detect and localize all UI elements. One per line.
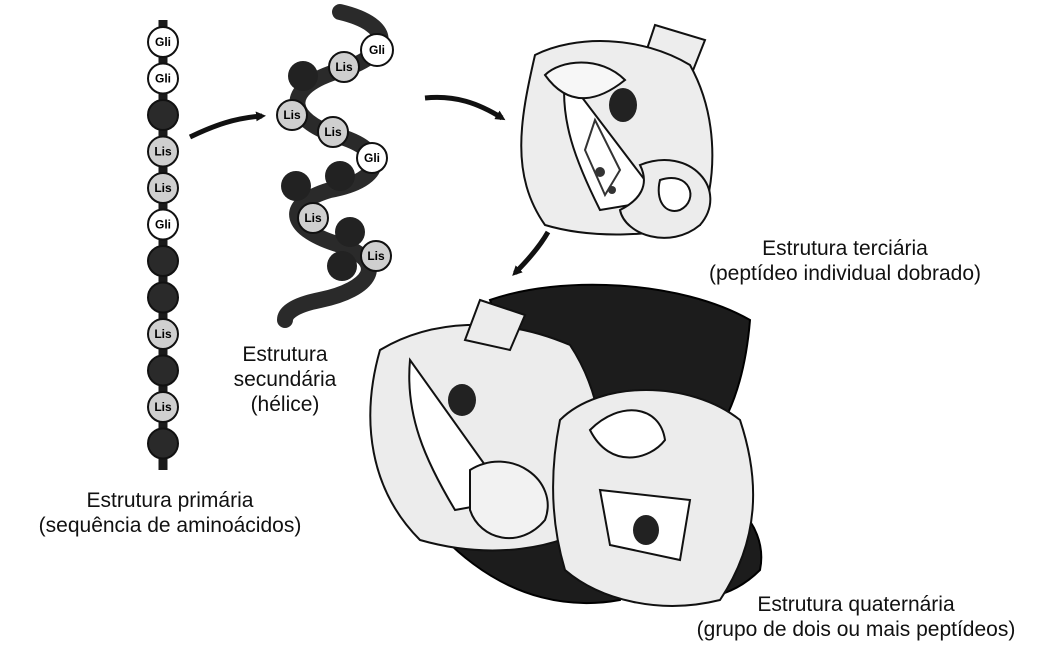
primary-structure-label: Estrutura primária (sequência de aminoác… <box>0 488 340 538</box>
secondary-structure-label: Estrutura secundária (hélice) <box>210 342 360 417</box>
primary-bead: Lis <box>148 137 178 167</box>
primary-bead: Gli <box>148 27 178 57</box>
primary-bead: Lis <box>148 319 178 349</box>
arrow-tertiary-to-quaternary <box>515 232 548 273</box>
primary-label-subtitle: (sequência de aminoácidos) <box>0 513 340 538</box>
helix-bead-dark <box>327 251 357 281</box>
primary-bead: Gli <box>148 210 178 240</box>
secondary-structure-helix: Gli Lis Lis Lis Gli Lis Lis <box>277 12 393 320</box>
helix-bead: Lis <box>329 52 359 82</box>
quaternary-structure <box>370 285 761 606</box>
helix-bead-dark <box>288 61 318 91</box>
bead-label: Gli <box>155 35 171 49</box>
tertiary-label-title: Estrutura terciária <box>670 236 1020 261</box>
helix-bead: Gli <box>361 34 393 66</box>
arrow-secondary-to-tertiary <box>425 97 502 118</box>
secondary-label-line2: secundária <box>210 367 360 392</box>
tertiary-structure <box>521 25 712 238</box>
bead-label: Gli <box>155 72 171 86</box>
bead-label: Lis <box>154 145 172 159</box>
primary-bead <box>148 100 178 130</box>
primary-bead <box>148 283 178 313</box>
helix-bead-dark <box>325 161 355 191</box>
helix-bead: Lis <box>298 203 328 233</box>
tertiary-structure-label: Estrutura terciária (peptídeo individual… <box>670 236 1020 286</box>
primary-label-title: Estrutura primária <box>0 488 340 513</box>
quaternary-structure-label: Estrutura quaternária (grupo de dois ou … <box>660 592 1052 642</box>
bead-label: Gli <box>155 218 171 232</box>
bead-label: Gli <box>364 151 380 165</box>
heme-group <box>609 88 637 122</box>
bead-label: Lis <box>367 249 385 263</box>
tertiary-label-subtitle: (peptídeo individual dobrado) <box>670 261 1020 286</box>
primary-bead <box>148 246 178 276</box>
primary-bead <box>148 356 178 386</box>
secondary-label-line1: Estrutura <box>210 342 360 367</box>
bead-label: Lis <box>304 211 322 225</box>
bead-label: Lis <box>324 125 342 139</box>
arrow-primary-to-secondary <box>190 116 262 137</box>
bead-label: Lis <box>154 327 172 341</box>
helix-bead: Lis <box>318 117 348 147</box>
helix-bead: Lis <box>277 100 307 130</box>
helix-bead-dark <box>335 217 365 247</box>
secondary-label-line3: (hélice) <box>210 392 360 417</box>
primary-bead: Gli <box>148 64 178 94</box>
helix-bead-dark <box>281 171 311 201</box>
primary-bead: Lis <box>148 173 178 203</box>
helix-bead: Lis <box>361 241 391 271</box>
primary-bead <box>148 429 178 459</box>
bead-label: Lis <box>154 181 172 195</box>
bead-label: Gli <box>369 43 385 57</box>
quaternary-label-title: Estrutura quaternária <box>660 592 1052 617</box>
primary-bead: Lis <box>148 392 178 422</box>
quaternary-label-subtitle: (grupo de dois ou mais peptídeos) <box>660 617 1052 642</box>
bead-label: Lis <box>335 60 353 74</box>
bead-label: Lis <box>283 108 301 122</box>
helix-bead: Gli <box>357 143 387 173</box>
bead-label: Lis <box>154 400 172 414</box>
